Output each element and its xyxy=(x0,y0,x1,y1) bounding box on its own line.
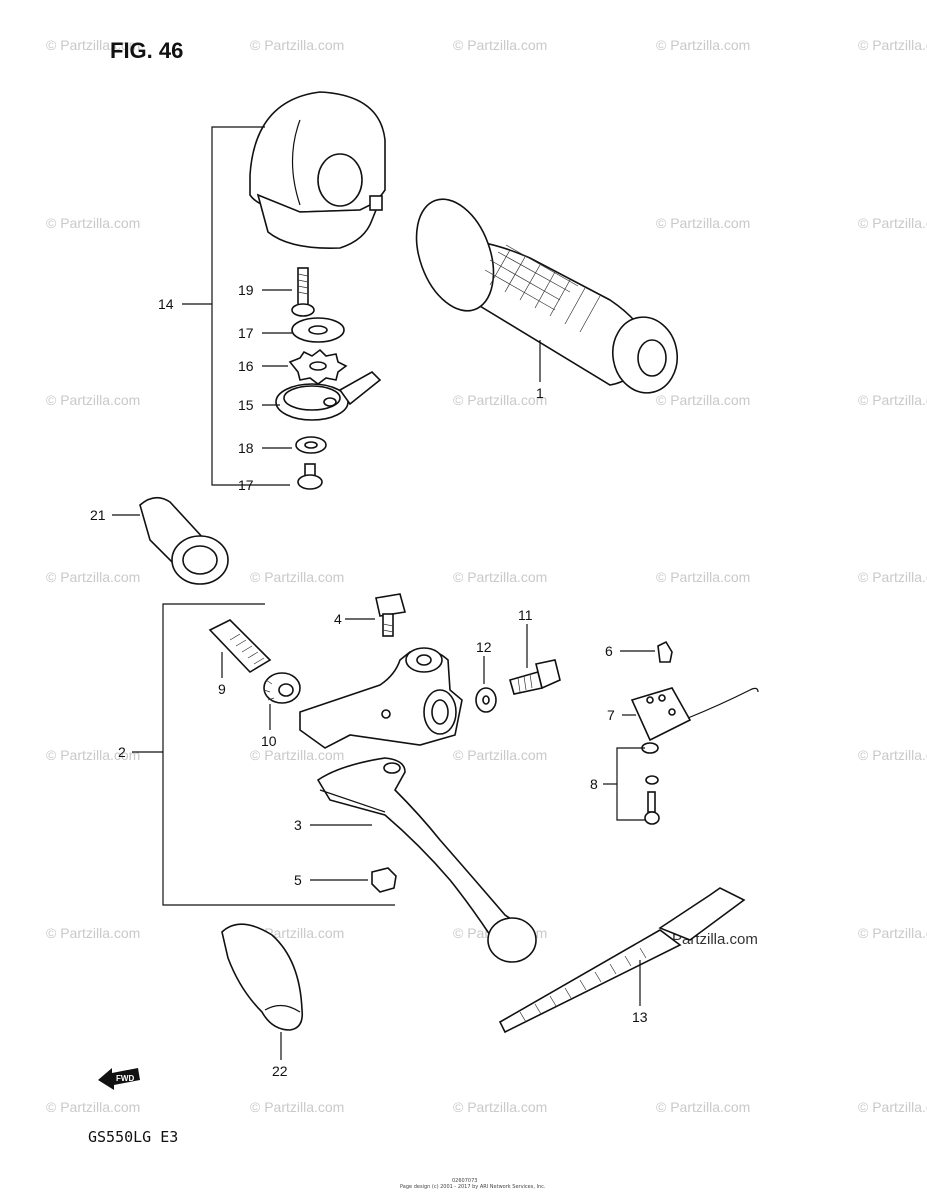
group-bracket-14 xyxy=(211,126,290,486)
adjuster-9-drawing xyxy=(208,619,272,674)
model-code: GS550LG E3 xyxy=(88,1128,178,1146)
washer-17-drawing xyxy=(291,317,345,343)
watermark: © Partzilla.com xyxy=(250,1099,344,1115)
washer-19-drawing xyxy=(295,436,327,454)
callout-17: 17 xyxy=(238,325,254,341)
clip-6-drawing xyxy=(657,640,673,663)
callout-3: 3 xyxy=(294,817,302,833)
callout-11: 11 xyxy=(518,607,533,623)
callout-20: 19 xyxy=(238,282,254,298)
watermark: © Partzilla.com xyxy=(453,37,547,53)
callout-21: 21 xyxy=(90,507,106,523)
forward-arrow-icon: FWD xyxy=(98,1068,140,1090)
footer-id: 02607073 xyxy=(452,1178,477,1184)
callout-19: 18 xyxy=(238,440,254,456)
footer-copyright: Page design (c) 2001 - 2017 by ARI Netwo… xyxy=(400,1184,546,1190)
watermark: © Partzilla.com xyxy=(250,37,344,53)
grip-drawing xyxy=(415,198,678,394)
watermark: © Partzilla.com xyxy=(656,569,750,585)
callout-9: 9 xyxy=(218,681,226,697)
screw-20-drawing xyxy=(291,267,315,317)
watermark: © Partzilla.com xyxy=(453,392,547,408)
clutch-lever-3-drawing xyxy=(316,757,537,963)
washer-12-drawing xyxy=(475,687,497,713)
screw-set-8-drawing xyxy=(641,742,660,825)
callout-22: 22 xyxy=(272,1063,288,1079)
screw-18-drawing xyxy=(297,463,323,490)
watermark: © Partzilla.com xyxy=(858,925,927,941)
callout-15: 15 xyxy=(238,397,254,413)
switch-7-drawing xyxy=(630,687,759,742)
boot-21-drawing xyxy=(139,496,229,585)
watermark: © Partzilla.com xyxy=(46,215,140,231)
watermark: © Partzilla.com xyxy=(656,37,750,53)
callout-4: 4 xyxy=(334,611,342,627)
watermark: © Partzilla.com xyxy=(46,569,140,585)
watermark: © Partzilla.com xyxy=(656,392,750,408)
lever-cover-22-drawing xyxy=(221,923,304,1031)
forward-arrow-text: FWD xyxy=(116,1074,134,1083)
watermark: © Partzilla.com xyxy=(858,37,927,53)
watermark: © Partzilla.com xyxy=(858,1099,927,1115)
watermark: © Partzilla.com xyxy=(656,215,750,231)
callout-5: 5 xyxy=(294,872,302,888)
tie-strap-13-drawing xyxy=(498,887,746,1034)
figure-title: FIG. 46 xyxy=(110,38,183,63)
group-bracket-8 xyxy=(616,747,645,821)
callout-16: 16 xyxy=(238,358,254,374)
watermark: © Partzilla.com xyxy=(656,1099,750,1115)
watermark: © Partzilla.com xyxy=(250,569,344,585)
watermark: © Partzilla.com xyxy=(453,569,547,585)
switch-plate-15-drawing xyxy=(275,371,382,421)
group-bracket-2 xyxy=(162,603,395,906)
callout-7: 7 xyxy=(607,707,615,723)
watermark: © Partzilla.com xyxy=(453,747,547,763)
switch-housing-drawing xyxy=(249,91,386,249)
callout-6: 6 xyxy=(605,643,613,659)
callout-14: 14 xyxy=(158,296,174,312)
callout-2: 2 xyxy=(118,744,126,760)
bolt-4-drawing xyxy=(375,593,407,637)
star-washer-16-drawing xyxy=(288,348,348,385)
watermark: © Partzilla.com xyxy=(858,747,927,763)
watermark: © Partzilla.com xyxy=(46,392,140,408)
watermark: © Partzilla.com xyxy=(250,747,344,763)
callout-13: 13 xyxy=(632,1009,648,1025)
callout-1: 1 xyxy=(536,385,544,401)
callout-12: 12 xyxy=(476,639,492,655)
lock-nut-10-drawing xyxy=(263,672,301,704)
watermark: © Partzilla.com xyxy=(858,215,927,231)
watermark: © Partzilla.com xyxy=(453,1099,547,1115)
callout-10: 10 xyxy=(261,733,277,749)
callout-8: 8 xyxy=(590,776,598,792)
callout-18: 17 xyxy=(238,477,254,493)
watermark: © Partzilla.com xyxy=(46,925,140,941)
nut-5-drawing xyxy=(371,867,397,893)
watermark: © Partzilla.com xyxy=(858,392,927,408)
lever-bracket-drawing xyxy=(299,647,463,749)
watermark: © Partzilla.com xyxy=(46,1099,140,1115)
watermark: © Partzilla.com xyxy=(46,37,140,53)
bolt-11-drawing xyxy=(509,659,561,695)
watermark: © Partzilla.com xyxy=(46,747,140,763)
watermark: © Partzilla.com xyxy=(858,569,927,585)
